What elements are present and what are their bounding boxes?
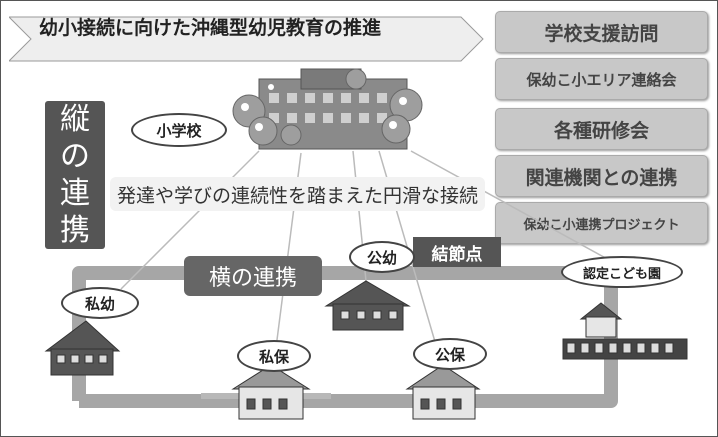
building-kouho (405, 364, 481, 420)
vertical-char: 連 (60, 176, 90, 211)
diagram-title: 幼小接続に向けた沖縄型幼児教育の推進 (39, 17, 382, 39)
vertical-char: 携 (60, 213, 90, 248)
building-kouyou (324, 280, 411, 331)
elementary-school-icon (232, 68, 423, 150)
public-kindergarten-label: 公幼 (349, 241, 415, 273)
nodal-point-label: 結節点 (413, 237, 501, 267)
certified-childcare-label: 認定こども園 (561, 256, 683, 288)
related-organizations-box: 関連機関との連携 (495, 155, 708, 197)
title-banner (9, 16, 484, 62)
road-path (72, 266, 618, 408)
building-nintei (562, 302, 688, 360)
vertical-collaboration-label: 縦 の 連 携 (45, 101, 105, 249)
vertical-char: 縦 (60, 102, 90, 137)
private-kindergarten-label: 私幼 (61, 287, 139, 319)
public-nursery-label: 公保 (413, 338, 487, 370)
area-liaison-meeting-box: 保幼こ小エリア連絡会 (495, 58, 708, 100)
horizontal-collaboration-label: 横の連携 (184, 256, 322, 296)
collaboration-project-box: 保幼こ小連携プロジェクト (495, 202, 708, 244)
smooth-connection-text: 発達や学びの連続性を踏まえた円滑な接続 (110, 177, 485, 211)
building-shiho (231, 364, 311, 420)
training-sessions-box: 各種研修会 (495, 108, 708, 150)
building-shiyou (44, 320, 121, 376)
school-support-visit-box: 学校支援訪問 (495, 11, 708, 53)
private-nursery-label: 私保 (237, 340, 311, 372)
elementary-school-label: 小学校 (131, 113, 227, 147)
vertical-char: の (60, 139, 90, 174)
